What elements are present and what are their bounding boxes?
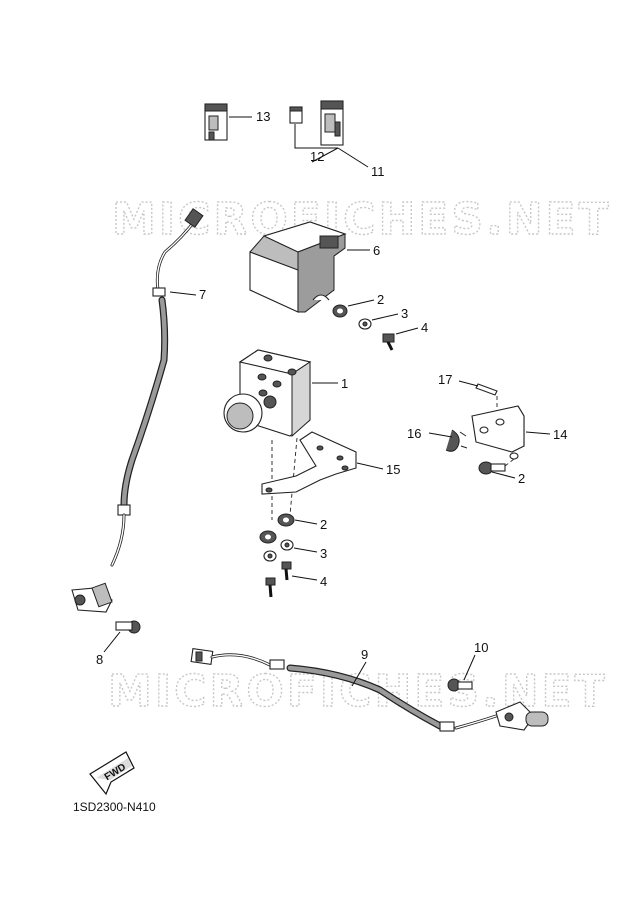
callout-16: 17: [438, 372, 452, 387]
callout-13: 14: [553, 427, 567, 442]
diagram-code: 1SD2300-N410: [73, 800, 156, 814]
callout-7: 8: [96, 652, 103, 667]
callout-17: 2: [518, 471, 525, 486]
callout-1: 1: [341, 376, 348, 391]
relay-part-10[interactable]: [320, 100, 344, 146]
fuse-part-11[interactable]: [289, 106, 303, 124]
callout-6: 7: [199, 287, 206, 302]
callout-4-lower: 4: [320, 574, 327, 589]
callout-8: 9: [361, 647, 368, 662]
bolt-part-4-lower[interactable]: [265, 561, 292, 598]
callout-10: 11: [371, 164, 385, 179]
relay-part-12[interactable]: [204, 103, 228, 141]
bolt-part-7[interactable]: [115, 620, 141, 634]
callout-14: 15: [386, 462, 400, 477]
collar-part-3-upper[interactable]: [358, 318, 372, 330]
callout-15: 16: [407, 426, 421, 441]
pin-part-16[interactable]: [475, 383, 498, 396]
rear-wheel-sensor[interactable]: [495, 701, 549, 731]
callout-3-upper: 3: [401, 306, 408, 321]
bolt-part-4-upper[interactable]: [382, 333, 395, 351]
bolt-part-9[interactable]: [447, 678, 473, 692]
abs-cover-part-5[interactable]: [249, 221, 347, 313]
abs-unit-part-1[interactable]: [223, 349, 312, 438]
watermark-bottom: MICROFICHES.NET: [108, 666, 608, 717]
callout-5: 6: [373, 243, 380, 258]
bracket-part-14[interactable]: [261, 431, 357, 495]
callout-2-lower: 2: [320, 517, 327, 532]
brake-hose-part-8[interactable]: [190, 648, 498, 732]
callout-11: 12: [310, 149, 324, 164]
brake-hose-part-6[interactable]: [110, 208, 204, 567]
callout-3-lower: 3: [320, 546, 327, 561]
grommet-part-2-lower[interactable]: [259, 513, 295, 544]
screw-part-17[interactable]: [478, 461, 506, 475]
collar-part-3-lower[interactable]: [263, 539, 294, 562]
callout-12: 13: [256, 109, 270, 124]
callout-2-upper: 2: [377, 292, 384, 307]
callout-4-upper: 4: [421, 320, 428, 335]
forward-arrow-icon: FWD: [89, 751, 135, 796]
front-wheel-sensor[interactable]: [71, 582, 113, 613]
bracket-part-13[interactable]: [471, 405, 525, 460]
clip-part-15[interactable]: [445, 429, 468, 452]
grommet-part-2-upper[interactable]: [332, 304, 348, 318]
callout-9: 10: [474, 640, 488, 655]
